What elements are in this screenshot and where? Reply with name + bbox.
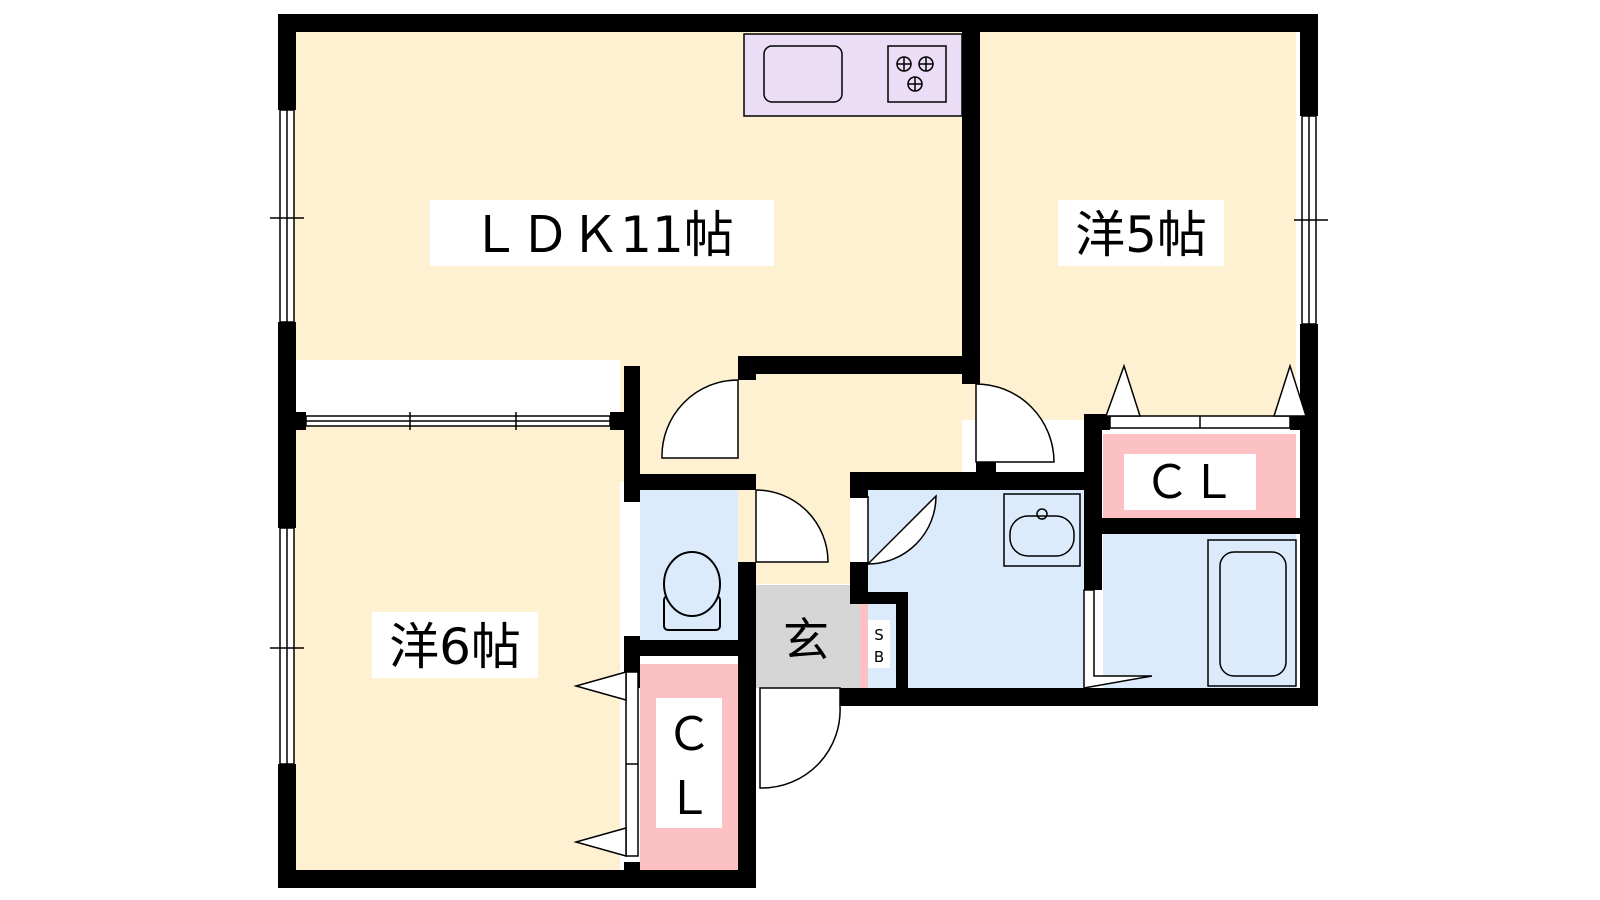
western5-label-bg [1058,200,1224,266]
windows [270,109,1328,765]
closet-left-label-c: Ｃ [666,707,712,761]
room-label-western-6: 洋6帖 [389,618,521,676]
stove-burners-icon [896,56,934,92]
bathroom [1103,534,1296,688]
walls [278,14,1318,888]
doors [661,379,1153,789]
room-label-western-5: 洋5帖 [1075,206,1207,264]
shoebox-label-b: B [874,648,884,666]
shoebox-label-bg [868,620,890,668]
bathtub-icon [1207,539,1297,687]
toilet-icon [663,551,721,631]
bifold-doors [573,363,1308,857]
entrance-label: 玄 [783,613,829,667]
closet-top-label-bg [1124,454,1256,510]
closet-top-label: ＣＬ [1144,455,1236,509]
western6-label-bg [372,612,538,678]
sliding-partition [305,412,611,430]
stove-top [887,45,947,103]
closet-left-label-l: Ｌ [666,771,712,825]
kitchen-sink-basin [763,45,843,103]
room-label-ldk: ＬＤＫ11帖 [470,206,734,264]
entrance-fill [756,585,860,688]
washbasin-icon [1003,493,1081,567]
closet-left-label-bg [656,698,722,828]
ldk-label-bg [430,200,774,266]
shoebox-label-s: S [874,626,884,644]
